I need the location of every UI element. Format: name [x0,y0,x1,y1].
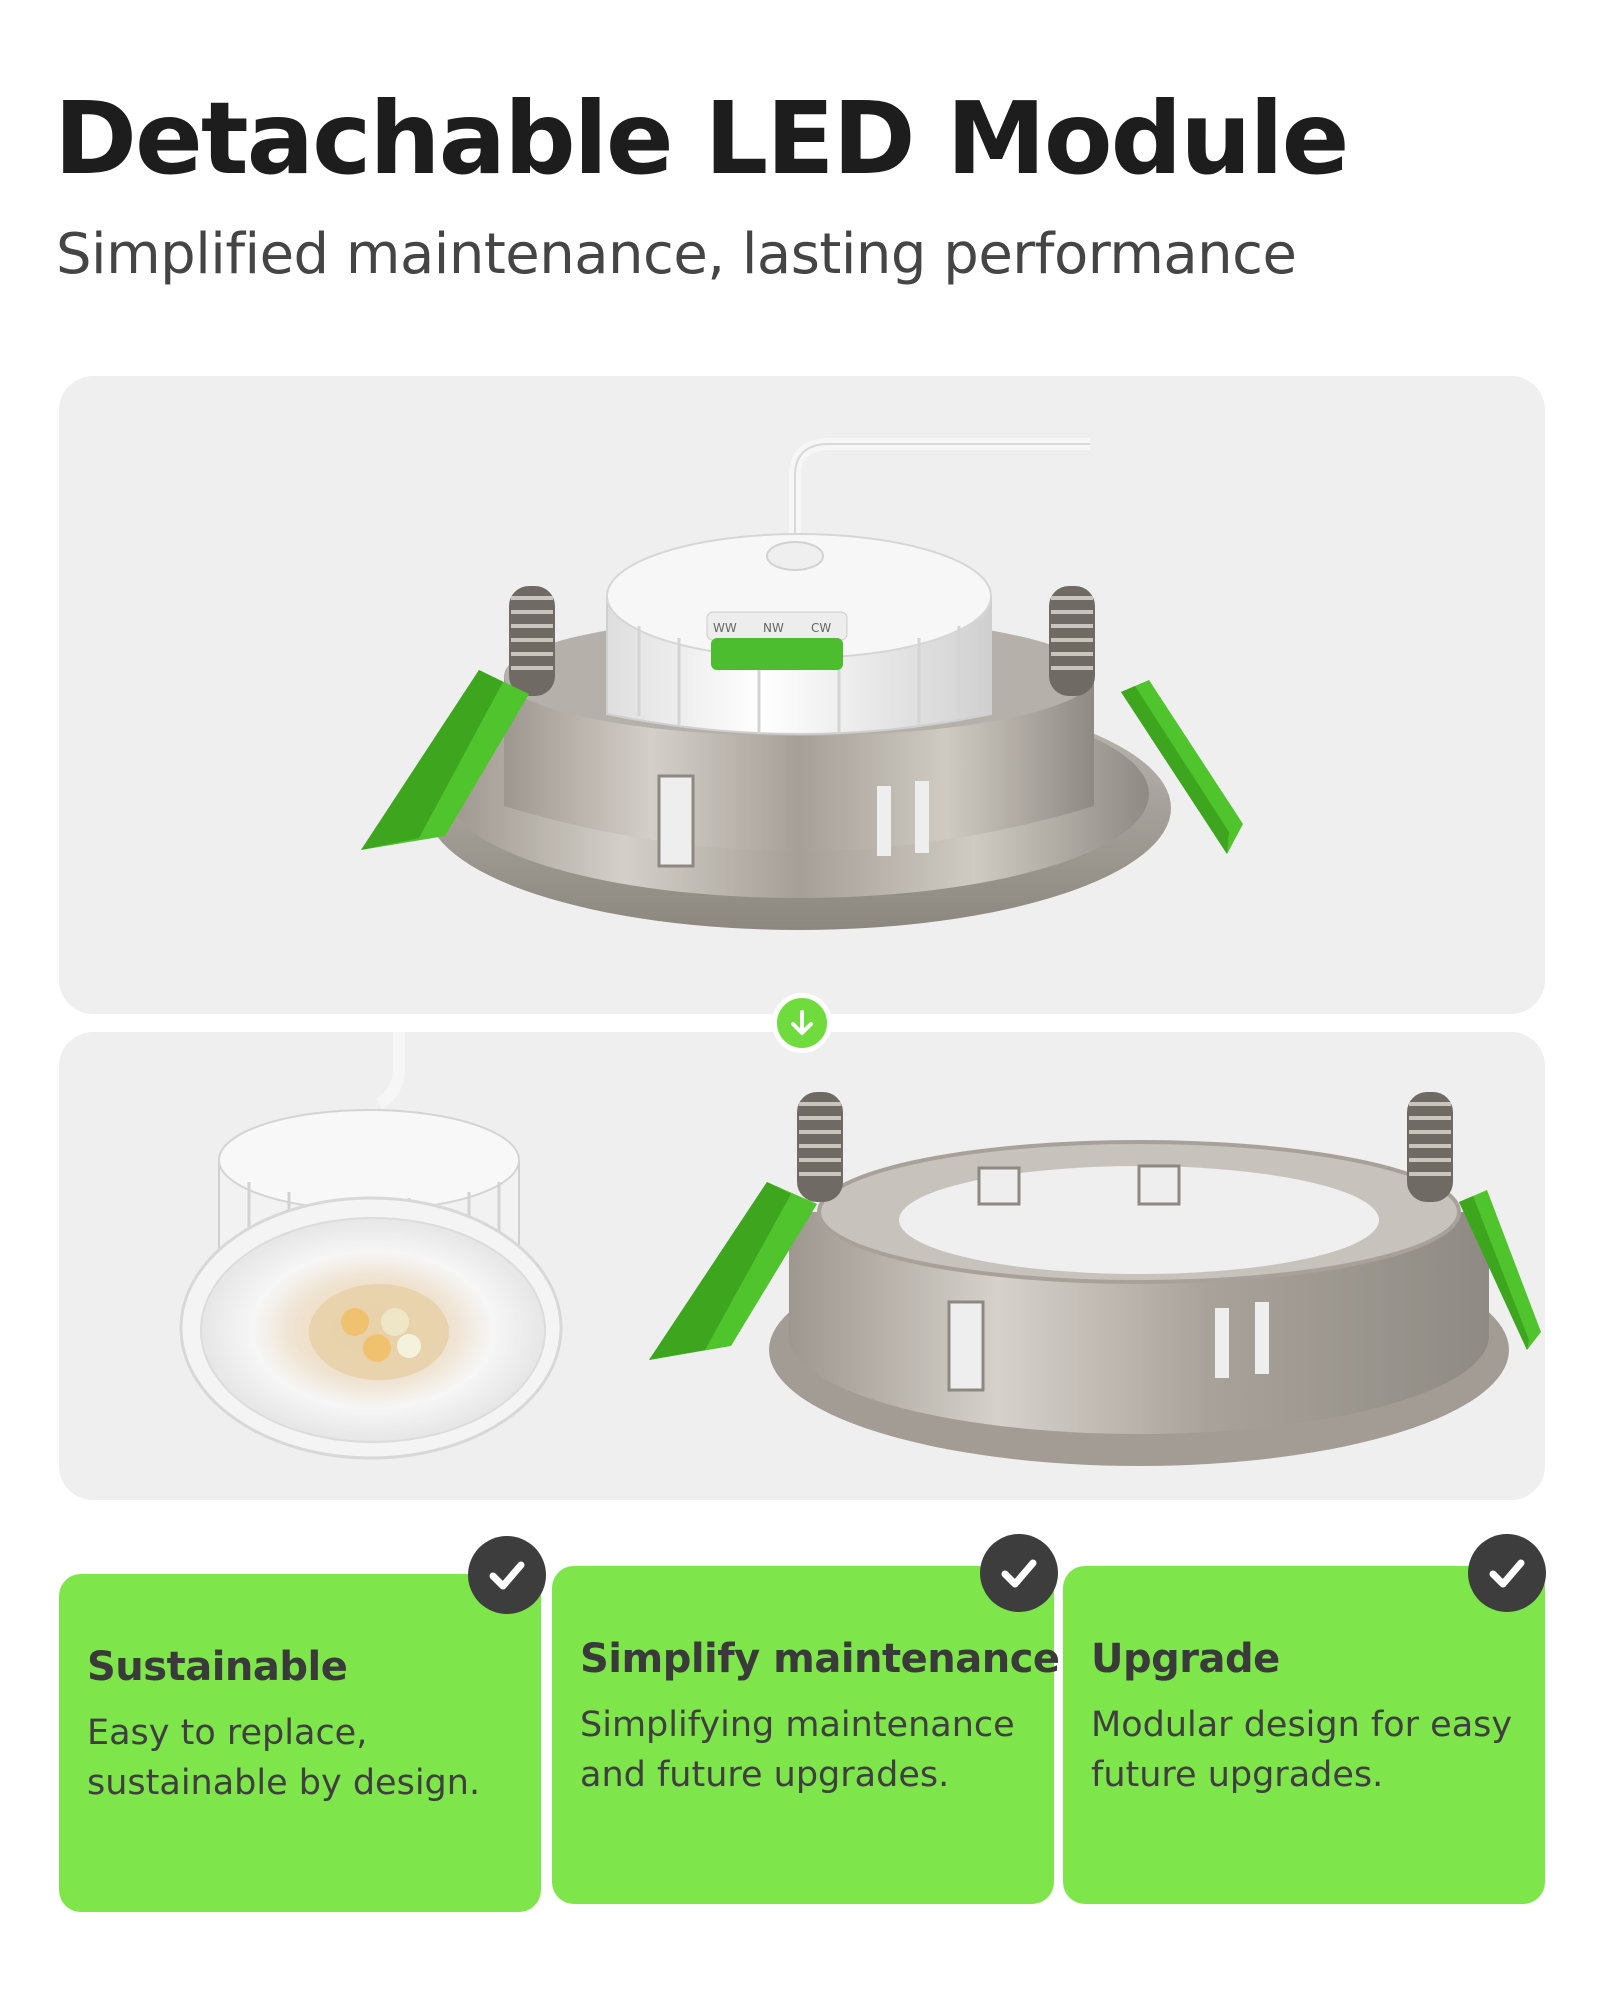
check-icon [468,1536,546,1614]
feature-card-simplify-maintenance: Simplify maintenance Simplifying mainten… [552,1566,1060,1904]
check-icon [980,1534,1058,1612]
separated-module-illustration [179,1032,1541,1466]
page-subtitle: Simplified maintenance, lasting performa… [56,222,1297,287]
feature-text: Simplifying maintenance and future upgra… [580,1705,1015,1795]
feature-card-sustainable: Sustainable Easy to replace, sustainable… [59,1574,541,1912]
feature-title: Simplify maintenance [580,1636,1060,1682]
feature-title: Upgrade [1091,1636,1280,1682]
switch-label-cw: CW [811,621,831,635]
switch-label-nw: NW [763,621,784,635]
separated-module-panel [59,1032,1545,1500]
assembled-downlight-illustration: WW NW CW [361,438,1243,930]
assembled-light-panel: WW NW CW [59,376,1545,1014]
arrow-down-icon [772,993,832,1053]
feature-text: Easy to replace, sustainable by design. [87,1713,481,1803]
check-icon [1468,1534,1546,1612]
feature-card-upgrade: Upgrade Modular design for easy future u… [1063,1566,1545,1904]
page-title: Detachable LED Module [54,80,1349,197]
switch-label-ww: WW [713,621,737,635]
feature-title: Sustainable [87,1644,348,1690]
feature-text: Modular design for easy future upgrades. [1091,1705,1513,1795]
